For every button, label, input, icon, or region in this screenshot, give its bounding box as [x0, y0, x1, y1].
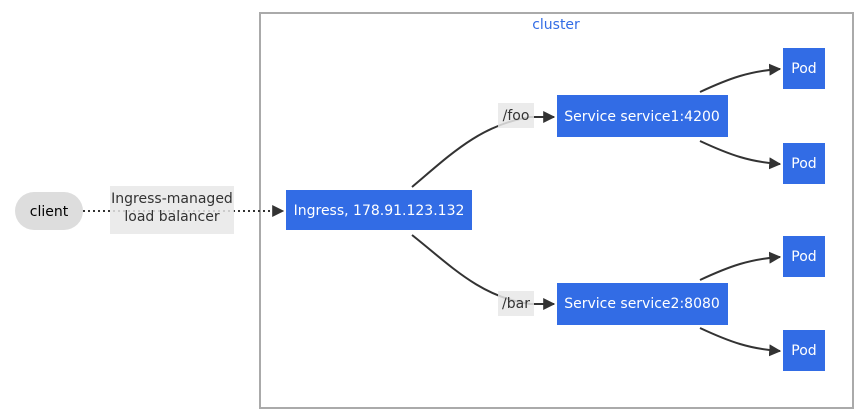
- pod4-node-label: Pod: [791, 343, 816, 359]
- pod1-node-shape: [783, 48, 825, 89]
- edge-service2-to-pod3: [699, 251, 782, 281]
- service1-node-label: Service service1:4200: [564, 109, 720, 125]
- service2-node-shape: [557, 283, 728, 325]
- foo-label-background: [498, 103, 534, 128]
- client-node-shape: [15, 192, 83, 230]
- lb-label-line2: load balancer: [124, 209, 219, 225]
- edge-service2-to-pod4: [699, 327, 782, 357]
- client-node-label: client: [30, 204, 69, 220]
- edge-service1-to-pod1: [699, 63, 782, 93]
- pod3-node[interactable]: Pod: [783, 236, 825, 277]
- ingress-node-shape: [286, 190, 472, 230]
- pod4-node-shape: [783, 330, 825, 371]
- service1-node[interactable]: Service service1:4200: [557, 95, 728, 137]
- foo-path-label: /foo: [503, 108, 530, 124]
- bar-path-label: /bar: [502, 296, 530, 312]
- pod1-node[interactable]: Pod: [783, 48, 825, 89]
- client-node[interactable]: client: [15, 192, 83, 230]
- edge-service1-to-pod2: [699, 140, 782, 170]
- bar-label-background: [498, 291, 534, 316]
- pod3-node-shape: [783, 236, 825, 277]
- cluster-label: cluster: [532, 17, 580, 33]
- ingress-node-label: Ingress, 178.91.123.132: [294, 203, 465, 219]
- service2-node-label: Service service2:8080: [564, 296, 720, 312]
- edge-labels-group: Ingress-managed load balancer /foo /bar: [110, 103, 534, 316]
- lb-label-background: [110, 186, 234, 234]
- nodes-group: client Ingress, 178.91.123.132 Service s…: [15, 48, 825, 371]
- service1-node-shape: [557, 95, 728, 137]
- ingress-node[interactable]: Ingress, 178.91.123.132: [286, 190, 472, 230]
- pod1-node-label: Pod: [791, 61, 816, 77]
- pod2-node[interactable]: Pod: [783, 143, 825, 184]
- pod3-node-label: Pod: [791, 249, 816, 265]
- lb-label-line1: Ingress-managed: [111, 191, 233, 207]
- pod4-node[interactable]: Pod: [783, 330, 825, 371]
- pod2-node-label: Pod: [791, 156, 816, 172]
- service2-node[interactable]: Service service2:8080: [557, 283, 728, 325]
- pod2-node-shape: [783, 143, 825, 184]
